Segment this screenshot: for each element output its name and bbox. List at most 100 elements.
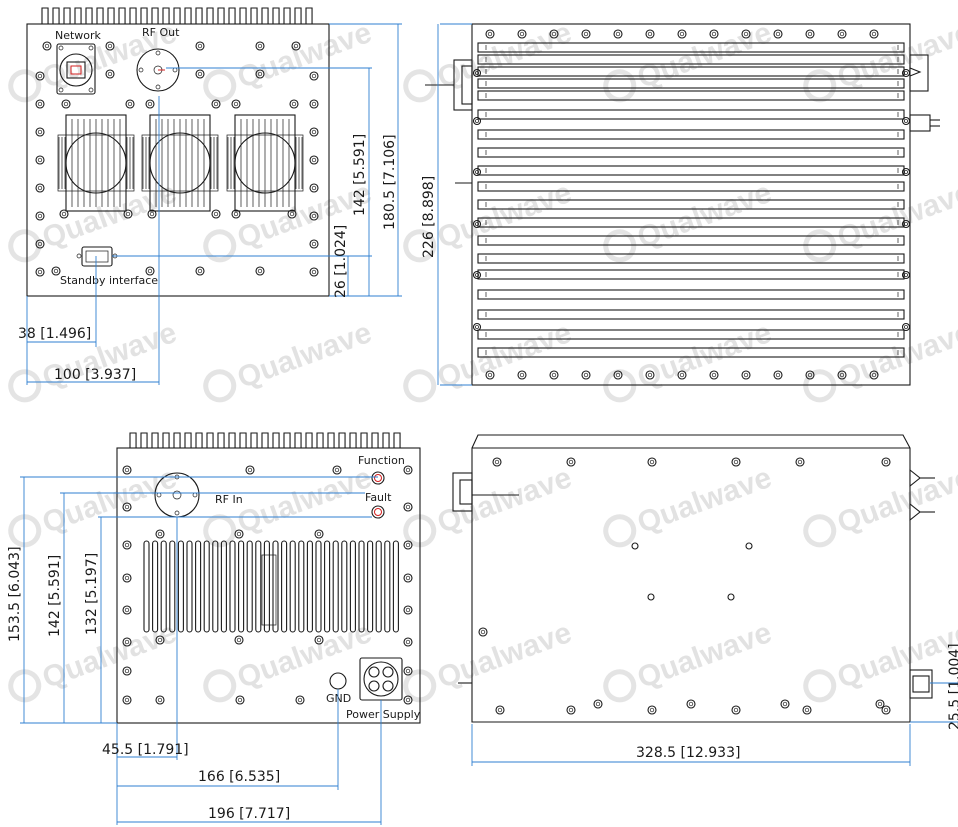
- screw: [125, 99, 135, 109]
- screw: [35, 99, 45, 109]
- side-connectors: [425, 54, 940, 184]
- watermark-text: Qualwave: [38, 461, 181, 540]
- screw: [314, 635, 324, 645]
- screw: [287, 209, 297, 219]
- vent-slot: [169, 540, 176, 633]
- fin: [477, 42, 905, 53]
- screw: [35, 127, 45, 137]
- vent-slot: [152, 540, 159, 633]
- watermark: Qualwave: [8, 176, 181, 263]
- watermark-text: Qualwave: [433, 316, 576, 395]
- screw: [309, 71, 319, 81]
- screw: [593, 699, 603, 709]
- watermark-text: Qualwave: [633, 616, 776, 695]
- rear-panel: [116, 447, 421, 724]
- dim-196: 196 [7.717]: [208, 806, 290, 822]
- dim-226: 226 [8.898]: [421, 176, 437, 258]
- dim-132: 132 [5.197]: [84, 553, 100, 635]
- vent-bracket: [261, 554, 277, 626]
- screw: [61, 99, 71, 109]
- screw: [35, 155, 45, 165]
- watermark-text: Qualwave: [633, 461, 776, 540]
- side-screws: [472, 29, 911, 380]
- rf-in-label: RF In: [215, 493, 243, 506]
- watermark: Qualwave: [803, 176, 958, 263]
- screw: [147, 209, 157, 219]
- screw: [35, 267, 45, 277]
- vent-slot: [298, 540, 305, 633]
- screw: [309, 267, 319, 277]
- screw: [122, 573, 132, 583]
- vent-slot: [255, 540, 262, 633]
- watermark: Qualwave: [403, 461, 576, 548]
- fin: [477, 235, 905, 246]
- watermark-text: Qualwave: [233, 16, 376, 95]
- fin: [477, 109, 905, 120]
- screw: [492, 457, 502, 467]
- function-label: Function: [358, 454, 405, 467]
- screw: [332, 465, 342, 475]
- screw: [123, 209, 133, 219]
- watermark: Qualwave: [803, 616, 958, 703]
- screw: [805, 370, 815, 380]
- screw: [709, 29, 719, 39]
- screw: [234, 529, 244, 539]
- watermark: Qualwave: [203, 461, 376, 548]
- vent-slot: [367, 540, 374, 633]
- screw: [105, 41, 115, 51]
- vent-slot: [143, 540, 150, 633]
- vent-slot: [306, 540, 313, 633]
- front-dimensions: [26, 23, 402, 385]
- dim-25: 25.5 [1.004]: [947, 643, 958, 730]
- screw: [35, 183, 45, 193]
- front-screws: [35, 41, 319, 277]
- screw: [802, 705, 812, 715]
- screw: [231, 99, 241, 109]
- rear-vents: [143, 540, 399, 633]
- rf-out-label: RF Out: [142, 26, 180, 39]
- screw: [901, 167, 911, 177]
- watermark: Qualwave: [803, 16, 958, 103]
- watermark-text: Qualwave: [433, 176, 576, 255]
- cooling-fans: [57, 114, 304, 212]
- fin: [477, 54, 905, 65]
- screw: [211, 209, 221, 219]
- screw: [472, 167, 482, 177]
- screw: [472, 322, 482, 332]
- dim-100: 100 [3.937]: [54, 367, 136, 383]
- watermark-text: Qualwave: [833, 176, 958, 255]
- fin: [477, 147, 905, 158]
- screw: [645, 370, 655, 380]
- vent-slot: [186, 540, 193, 633]
- screw: [773, 29, 783, 39]
- vent-slot: [349, 540, 356, 633]
- dim-142-front: 142 [5.591]: [352, 134, 368, 216]
- vent-slot: [220, 540, 227, 633]
- screw: [795, 457, 805, 467]
- screw: [549, 29, 559, 39]
- screw: [309, 127, 319, 137]
- fault-label: Fault: [365, 491, 392, 504]
- vent-slot: [281, 540, 288, 633]
- screw: [613, 29, 623, 39]
- screw: [155, 695, 165, 705]
- screw: [155, 529, 165, 539]
- screw: [255, 41, 265, 51]
- screw: [291, 41, 301, 51]
- screw: [403, 573, 413, 583]
- front-panel: [26, 23, 330, 297]
- fin: [477, 78, 905, 89]
- gnd-terminal: [329, 672, 347, 690]
- screw: [741, 370, 751, 380]
- vent-slot: [358, 540, 365, 633]
- vent-slot: [332, 540, 339, 633]
- vent-slot: [324, 540, 331, 633]
- network-label: Network: [55, 29, 102, 42]
- watermark: Qualwave: [203, 316, 376, 403]
- watermark: Qualwave: [803, 461, 958, 548]
- screw: [245, 465, 255, 475]
- side-fins: [477, 42, 905, 358]
- screw: [35, 239, 45, 249]
- screw: [881, 705, 891, 715]
- fault-led: [371, 505, 385, 519]
